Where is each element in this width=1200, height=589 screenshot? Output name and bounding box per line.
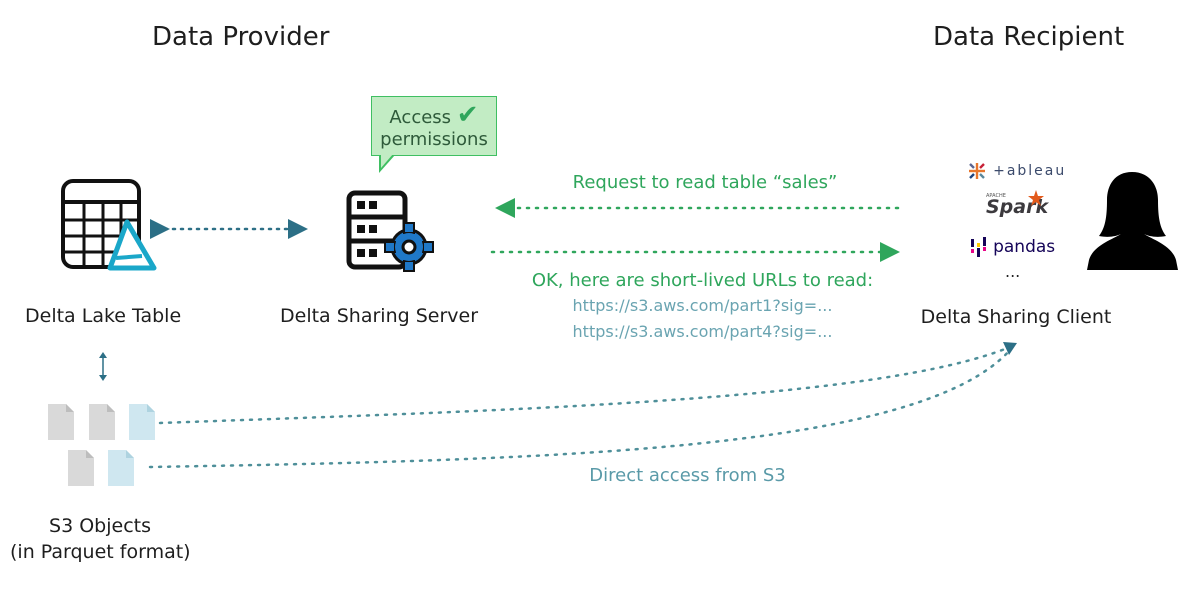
request-message: Request to read table “sales”	[572, 172, 838, 193]
sharing-client-label: Delta Sharing Client	[920, 306, 1112, 328]
access-permissions-callout: Access ✔ permissions	[371, 96, 497, 156]
tableau-logo: +ableau	[966, 160, 1066, 184]
s3-objects-label-line1: S3 Objects	[49, 515, 151, 537]
tableau-text: +ableau	[993, 163, 1067, 179]
callout-line2: permissions	[380, 129, 488, 150]
file-icon	[48, 404, 74, 440]
delta-lake-table-icon	[61, 179, 157, 271]
s3-direct-curve-lower	[148, 348, 1012, 469]
s3-direct-curve-upper	[158, 345, 1012, 425]
s3-objects-icons	[48, 404, 155, 486]
more-tools-ellipsis: ...	[1005, 262, 1021, 281]
sharing-server-label: Delta Sharing Server	[280, 305, 479, 327]
pandas-icon	[971, 237, 986, 257]
recipient-title: Data Recipient	[933, 22, 1125, 52]
spark-apache-text: APACHE	[986, 193, 1006, 199]
url-line-1: https://s3.aws.com/part1?sig=...	[572, 296, 833, 315]
direct-access-label: Direct access from S3	[589, 465, 786, 486]
person-icon	[1087, 172, 1178, 270]
spark-star-icon	[1028, 190, 1044, 206]
server-icon	[346, 190, 434, 272]
checkmark-icon: ✔	[456, 100, 479, 130]
pandas-text: pandas	[993, 237, 1056, 257]
file-icon-highlighted	[108, 450, 134, 486]
provider-title: Data Provider	[152, 22, 330, 52]
file-icon-highlighted	[129, 404, 155, 440]
response-message: OK, here are short-lived URLs to read:	[531, 270, 874, 291]
s3-direct-arrowhead	[1003, 342, 1017, 355]
file-icon	[68, 450, 94, 486]
callout-tail-inner	[381, 154, 393, 168]
url-line-2: https://s3.aws.com/part4?sig=...	[572, 322, 833, 341]
delta-lake-table-label: Delta Lake Table	[25, 305, 182, 327]
tableau-icon	[969, 163, 985, 179]
spark-logo: APACHE Spark	[984, 190, 1048, 220]
pandas-logo: pandas	[970, 236, 1055, 260]
callout-line1: Access	[389, 107, 452, 128]
s3-objects-label-line2: (in Parquet format)	[10, 541, 191, 563]
file-icon	[89, 404, 115, 440]
